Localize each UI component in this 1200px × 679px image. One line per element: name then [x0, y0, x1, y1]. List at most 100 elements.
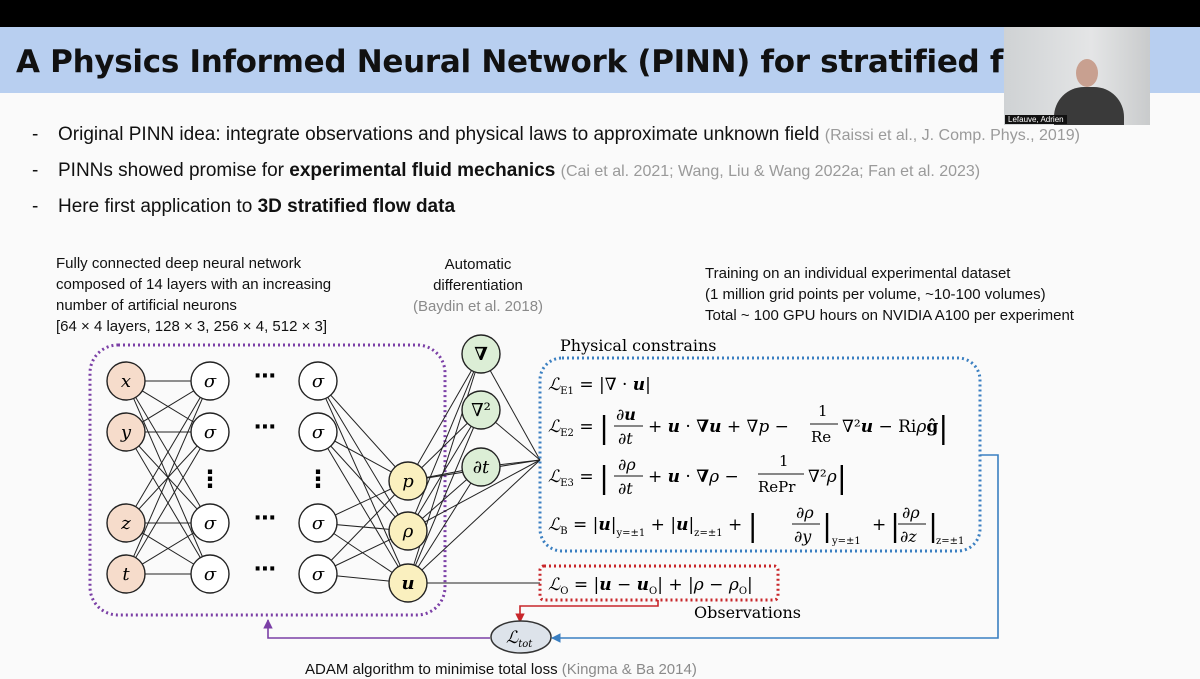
edge — [407, 353, 482, 482]
hidden-node-last-label: σ — [312, 371, 325, 392]
total-to-network-arrow — [263, 619, 490, 639]
bottom-reference: (Kingma & Ba 2014) — [561, 661, 697, 678]
edge — [480, 353, 541, 461]
bullet-text-main: Original PINN idea: integrate observatio… — [58, 124, 820, 145]
hidden-node-last-circle — [298, 412, 338, 452]
equation-e2: ℒE2 = | — [548, 411, 609, 446]
input-node-t: t — [106, 554, 146, 594]
hidden-ellipsis-h: ⋯ — [254, 557, 276, 582]
laplacian-node-label: ∇² — [471, 400, 491, 421]
bullet-reference: (Cai et al. 2021; Wang, Liu & Wang 2022a… — [560, 163, 981, 180]
hidden-node-first-label: σ — [204, 513, 217, 534]
bullet-text-pre: PINNs showed promise for — [58, 160, 290, 181]
input-node-t-circle — [106, 554, 146, 594]
bullet-dash: - — [32, 196, 39, 217]
time-derivative-node-label: ∂t — [473, 457, 490, 478]
hidden-node-first: σ — [190, 412, 230, 452]
physics-to-total-arrow — [551, 454, 999, 643]
output-node-p-label: p — [402, 471, 414, 492]
edge — [407, 459, 541, 532]
bullet-text-bold: experimental fluid mechanics — [289, 160, 556, 181]
e2-re-den: Re — [811, 428, 831, 446]
output-node-u-circle — [388, 563, 428, 603]
b-sub1: y=±1 — [831, 536, 861, 547]
training-line: Total ~ 100 GPU hours on NVIDIA A100 per… — [705, 307, 1074, 324]
b-frac2-den: ∂z — [900, 527, 917, 546]
bullet-dash: - — [32, 160, 39, 181]
hidden-node-first-circle — [190, 412, 230, 452]
speaker-name: Lefauve, Adrien — [1005, 115, 1067, 124]
b-bar1: | — [822, 509, 832, 544]
time-derivative-node-circle — [461, 447, 501, 487]
hidden-ellipsis-v: ⋮ — [306, 465, 330, 493]
b-frac1-den: ∂y — [794, 527, 812, 546]
observations-label: Observations — [694, 603, 801, 622]
hidden-node-last-label: σ — [312, 564, 325, 585]
output-node-p: p — [388, 461, 428, 501]
output-node-p-circle — [388, 461, 428, 501]
network-desc-line: number of artificial neurons — [56, 297, 237, 314]
hidden-node-first-circle — [190, 503, 230, 543]
e3-repr-num: 1 — [779, 452, 789, 470]
equations: ℒE1 = |∇ · u| ℒE2 = | ∂u ∂t + u · ∇u + ∇… — [548, 375, 964, 597]
hidden-node-first-circle — [190, 361, 230, 401]
edge — [317, 380, 409, 482]
bullet-reference: (Raissi et al., J. Comp. Phys., 2019) — [824, 127, 1080, 144]
hidden-ellipsis-v: ⋮ — [198, 465, 222, 493]
bullet-text: Here first application to 3D stratified … — [58, 196, 455, 218]
hidden-ellipsis-h: ⋯ — [254, 415, 276, 440]
speaker-video[interactable]: Lefauve, Adrien — [1004, 27, 1150, 125]
edge — [407, 459, 541, 584]
edge — [125, 431, 211, 575]
autodiff-line: Automatic — [444, 256, 512, 273]
training-line: Training on an individual experimental d… — [705, 265, 1011, 282]
total-loss-node — [490, 620, 552, 654]
equation-e1: ℒE1 = |∇ · u| — [548, 375, 651, 397]
top-black-bar — [0, 0, 1200, 27]
nabla-node: ∇ — [461, 334, 501, 374]
input-node-y: y — [106, 412, 146, 452]
physics-constraints-label: Physical constrains — [560, 336, 717, 355]
equation-o: ℒO = |u − uO| + |ρ − ρO| — [548, 575, 753, 597]
observation-loss-box — [538, 564, 780, 602]
physics-constraints-box — [538, 356, 982, 553]
autodiff-label: Automatic differentiation (Baydin et al.… — [403, 254, 553, 317]
nabla-node-circle — [461, 334, 501, 374]
laplacian-node: ∇² — [461, 390, 501, 430]
hidden-node-first-label: σ — [204, 371, 217, 392]
training-line: (1 million grid points per volume, ~10-1… — [705, 286, 1046, 303]
edge — [407, 353, 482, 532]
edge — [317, 431, 409, 532]
equation-e3: ℒE3 = | — [548, 461, 609, 496]
network-box — [88, 343, 447, 617]
nabla-node-label: ∇ — [474, 344, 488, 365]
edge — [125, 380, 211, 524]
input-node-y-circle — [106, 412, 146, 452]
output-node-u-label: u — [401, 573, 414, 594]
edge — [407, 409, 482, 584]
b-plus: + — [872, 515, 886, 535]
hidden-node-last: σ — [298, 503, 338, 543]
hidden-node-first-label: σ — [204, 564, 217, 585]
edge — [407, 466, 482, 584]
observation-to-total-arrow — [515, 600, 659, 623]
e2-tail: ∇²u − Riρĝ| — [842, 411, 948, 446]
b-sub2: z=±1 — [936, 536, 964, 547]
input-node-x-circle — [106, 361, 146, 401]
hidden-node-last: σ — [298, 412, 338, 452]
time-derivative-node: ∂t — [461, 447, 501, 487]
b-frac2-num: ∂ρ — [902, 503, 920, 522]
e3-rest: + u · ∇ρ − — [648, 467, 739, 487]
edge — [407, 409, 482, 532]
hidden-node-last-circle — [298, 554, 338, 594]
laplacian-node-circle — [461, 390, 501, 430]
b-frac1-num: ∂ρ — [796, 503, 814, 522]
hidden-node-last-circle — [298, 503, 338, 543]
input-node-x: x — [106, 361, 146, 401]
network-desc-line: Fully connected deep neural network — [56, 255, 302, 272]
hidden-ellipsis-h: ⋯ — [254, 506, 276, 531]
equation-b: ℒB = |u|y=±1 + |u|z=±1 + | — [548, 509, 758, 544]
bullet-text: Original PINN idea: integrate observatio… — [58, 124, 1080, 147]
hidden-node-first-label: σ — [204, 422, 217, 443]
